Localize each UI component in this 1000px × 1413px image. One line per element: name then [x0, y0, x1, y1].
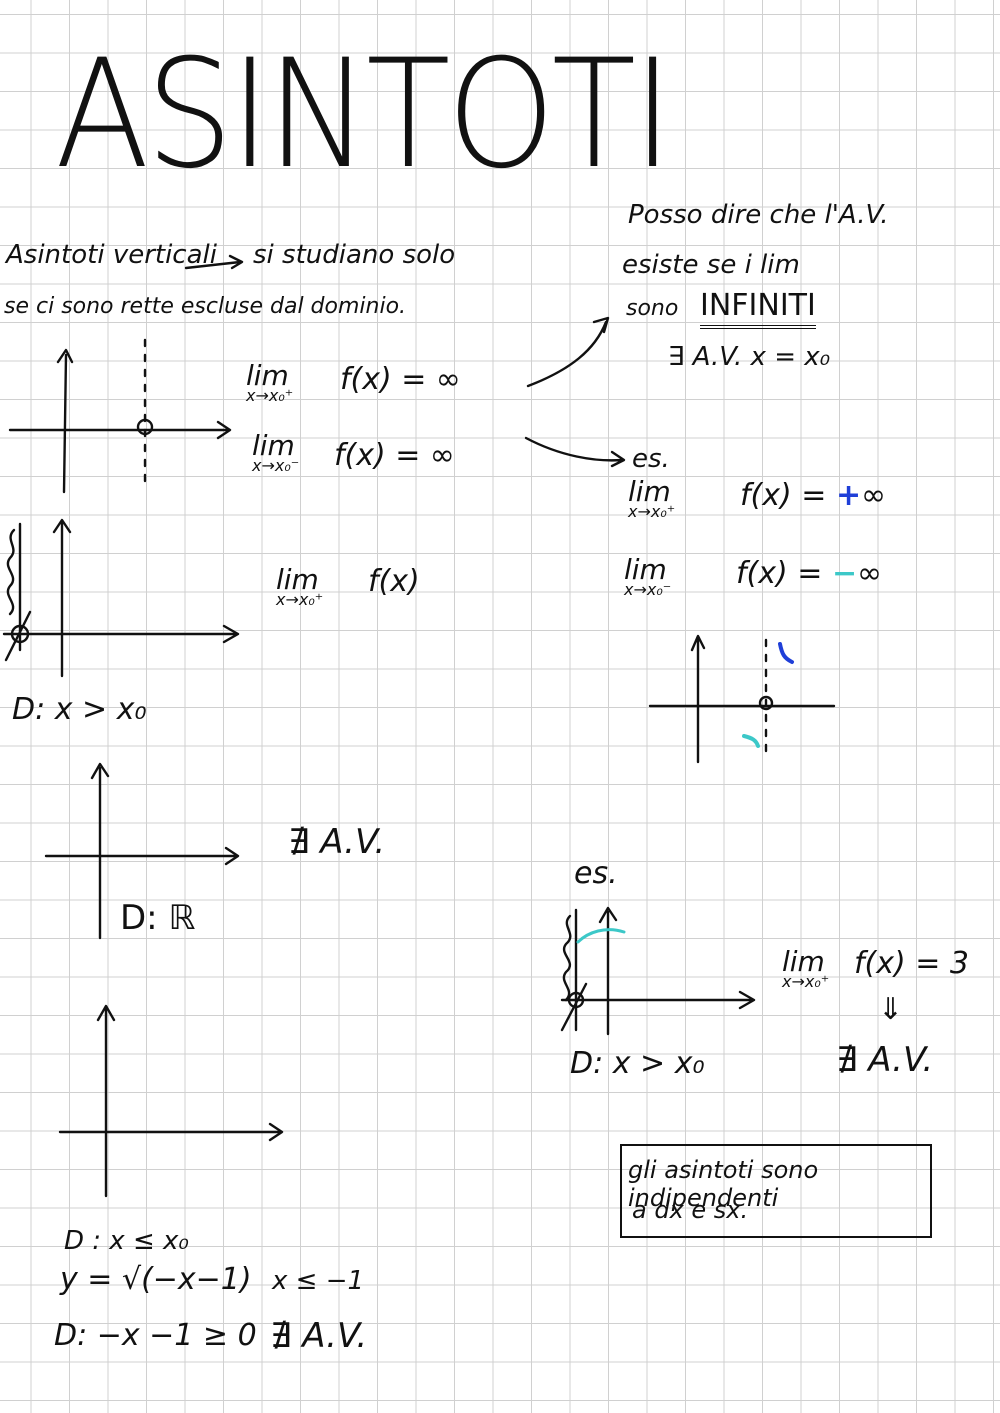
example2-no-av: ∄ A.V.	[836, 1040, 934, 1080]
lim-sub: x→x₀⁺	[628, 502, 676, 521]
graph2	[2, 518, 240, 678]
intro-arrow	[184, 254, 244, 270]
lim-word: lim	[624, 553, 667, 586]
page-title: ASINTOTI	[55, 28, 673, 202]
limit-top-1-rhs: f(x) = ∞	[340, 362, 461, 397]
limit-top-1: lim x→x₀⁺	[246, 362, 293, 404]
case4-no-av: ∄ A.V.	[270, 1316, 368, 1356]
blue-curve	[778, 642, 794, 664]
arrow-up-right	[526, 316, 610, 388]
limit-top-2: lim x→x₀⁻	[252, 432, 299, 474]
case4-func: y = √(−x−1)	[60, 1262, 252, 1297]
case4-domain: D : x ≤ x₀	[64, 1226, 189, 1256]
intro-line2: se ci sono rette escluse dal dominio.	[4, 294, 407, 319]
lim-sub: x→x₀⁻	[252, 456, 300, 475]
lim-word: lim	[252, 429, 295, 462]
lim-sub: x→x₀⁺	[782, 972, 830, 991]
example2-implies: ⇓	[878, 992, 904, 1027]
boxed-note-line1: gli asintoti sono indipendenti	[628, 1156, 819, 1212]
arrow-to-es	[524, 436, 626, 468]
minus-sign: −	[831, 556, 858, 591]
limit-top-2-rhs: f(x) = ∞	[334, 438, 455, 473]
example1-limit-2-rhs: f(x) = −∞	[736, 556, 882, 591]
example1-limit-2: lim x→x₀⁻	[624, 556, 671, 598]
lim-sub: x→x₀⁻	[624, 580, 672, 599]
lim-sub: x→x₀⁺	[276, 590, 324, 609]
rhs-pre: f(x) =	[736, 556, 823, 591]
infinity: ∞	[857, 556, 883, 591]
lim-word: lim	[628, 475, 671, 508]
cyan-curve	[742, 734, 760, 748]
plus-sign: +	[835, 478, 862, 513]
case2-domain: D: x > x₀	[12, 692, 147, 727]
case2-rhs: f(x)	[368, 564, 420, 599]
infinity: ∞	[861, 478, 887, 513]
boxed-note-line2: a dx e sx.	[632, 1196, 749, 1224]
case3-no-av: ∄ A.V.	[288, 822, 386, 862]
example1-graph	[648, 634, 836, 764]
example2-es: es.	[574, 856, 618, 891]
graph4	[58, 1004, 284, 1198]
example1-limit-1-rhs: f(x) = +∞	[740, 478, 886, 513]
intro-line1: Asintoti verticali	[6, 240, 217, 270]
note-line4: ∃ A.V. x = x₀	[668, 342, 831, 372]
graph1	[8, 338, 232, 494]
lim-word: lim	[246, 359, 289, 392]
example2-domain: D: x > x₀	[570, 1046, 705, 1081]
note-line1: Posso dire che l'A.V.	[628, 200, 889, 230]
rhs-pre: f(x) =	[740, 478, 827, 513]
example1-limit-1: lim x→x₀⁺	[628, 478, 675, 520]
boxed-note: gli asintoti sono indipendenti a dx e sx…	[620, 1144, 932, 1238]
example2-limit: lim x→x₀⁺	[782, 948, 829, 990]
lim-sub: x→x₀⁺	[246, 386, 294, 405]
graph3	[44, 762, 240, 940]
note-line3-prefix: sono	[626, 296, 679, 321]
cyan-arc	[576, 928, 626, 944]
case4-cond: x ≤ −1	[272, 1266, 365, 1296]
case3-domain: D: ℝ	[120, 898, 196, 938]
note-line3-emph: INFINITI	[700, 288, 816, 329]
case4-domain2: D: −x −1 ≥ 0	[54, 1318, 257, 1353]
intro-arrow-text: si studiano solo	[253, 240, 456, 270]
example2-rhs: f(x) = 3	[854, 946, 970, 981]
lim-word: lim	[782, 945, 825, 978]
example1-es: es.	[632, 444, 670, 474]
example2-graph	[560, 906, 756, 1036]
note-line2: esiste se i lim	[622, 250, 800, 280]
case2-limit: lim x→x₀⁺	[276, 566, 323, 608]
lim-word: lim	[276, 563, 319, 596]
